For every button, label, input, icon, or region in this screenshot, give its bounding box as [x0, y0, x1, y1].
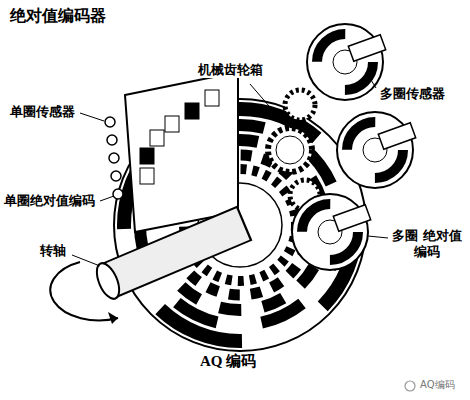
part-label: 单圈绝对值编码	[2, 193, 97, 209]
title: 绝对值编码器	[8, 6, 108, 25]
multi-turn-sensor	[333, 35, 415, 232]
part-label: 转轴	[38, 243, 68, 259]
part-label: 机械齿轮箱	[196, 62, 265, 78]
part-label: 多圈传感器	[378, 86, 447, 102]
leader-line	[72, 72, 388, 266]
gearbox	[268, 90, 320, 210]
watermark: AQ编码	[418, 379, 457, 391]
single-turn-sensor	[105, 72, 238, 232]
part-label: 单圈传感器	[8, 104, 77, 120]
caption: AQ 编码	[198, 352, 258, 370]
shaft	[50, 223, 245, 324]
watermark-icon	[405, 381, 415, 391]
part-label: 多圈 绝对值编码	[388, 228, 466, 259]
